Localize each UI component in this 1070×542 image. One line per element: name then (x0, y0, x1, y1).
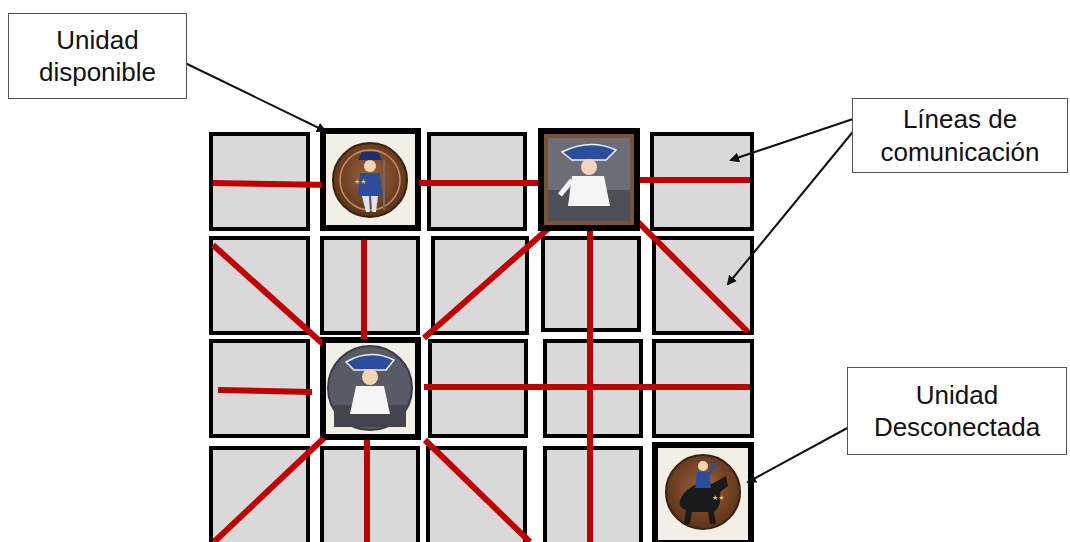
infantry-token: ★★ (324, 132, 417, 227)
grid-cells (211, 130, 752, 542)
callout-box: Unidad Desconectada (847, 367, 1067, 455)
callout-text: Unidad disponible (17, 24, 178, 89)
fortress-token (324, 341, 417, 436)
cavalry-token: ★★ (656, 446, 750, 542)
callout-text: Líneas de comunicación (861, 103, 1059, 168)
svg-text:★★: ★★ (354, 178, 367, 186)
headquarters-token (541, 131, 637, 228)
svg-text:★★: ★★ (712, 494, 725, 502)
callout-box: Unidad disponible (8, 13, 187, 99)
callout-box: Líneas de comunicación (852, 98, 1068, 173)
communication-lines (213, 180, 750, 542)
callout-text: Unidad Desconectada (856, 379, 1058, 444)
leader-lines (183, 62, 856, 482)
